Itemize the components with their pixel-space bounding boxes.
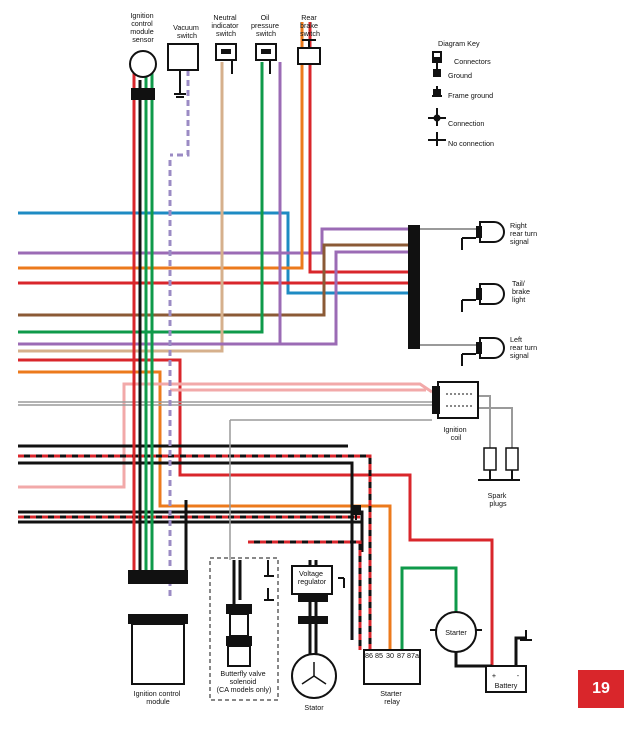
wire-red-brake (308, 22, 410, 274)
wire-purple-lower (18, 62, 282, 346)
battery (485, 630, 532, 693)
label-key-ground: Ground (448, 71, 472, 80)
labels-bottom: Ignition coil Spark plugs Voltage regula… (134, 425, 520, 712)
tail-light (461, 283, 505, 312)
wire-orange-upper (18, 22, 304, 270)
wire-orange-lower (18, 370, 392, 650)
label-neutral-switch: Neutral indicator switch (211, 13, 240, 38)
wire-redblack-1d (18, 454, 372, 650)
right-turn-signal (461, 221, 505, 250)
label-right-turn: Right rear turn signal (510, 221, 539, 246)
wire-vacuum-lav (170, 60, 190, 157)
wire-pink (18, 382, 433, 489)
stator (291, 653, 337, 699)
starter-relay (363, 649, 421, 685)
label-starter-relay: Starter relay (380, 689, 404, 706)
ignition-sensor (129, 50, 157, 100)
wire-brown (18, 243, 410, 317)
wire-green-main (18, 62, 264, 334)
label-battery-plus: + (492, 671, 496, 680)
wire-spark-lead2 (478, 407, 513, 448)
label-key-connectors: Connectors (454, 57, 491, 66)
spark-plugs (478, 447, 520, 481)
label-ignition-coil: Ignition coil (443, 425, 468, 442)
label-oil-switch: Oil pressure switch (251, 13, 281, 38)
wire-tan (18, 62, 224, 353)
butterfly-valve (209, 557, 279, 701)
wire-spark-lead1 (478, 395, 491, 448)
page-number-badge: 19 (578, 670, 624, 708)
wire-green-starter (400, 566, 458, 650)
label-ignition-sensor: Ignition control module sensor (130, 11, 156, 44)
label-spark-plugs: Spark plugs (488, 491, 509, 508)
label-left-turn: Left rear turn signal (510, 335, 539, 360)
label-battery-minus: - (517, 671, 520, 680)
label-tail-light: Tail/ brake light (512, 279, 532, 304)
label-stator: Stator (304, 703, 324, 712)
wire-purple-upper (18, 227, 410, 255)
label-butterfly: Butterfly valve solenoid (CA models only… (217, 669, 272, 694)
wire-red-mid (18, 358, 494, 668)
vacuum-switch (167, 43, 199, 98)
wire-black-battery (454, 652, 492, 668)
main-connector (408, 225, 420, 349)
ignition-module (128, 570, 188, 685)
label-key-no-connection: No connection (448, 139, 494, 148)
wire-purple-lower2 (256, 250, 410, 346)
label-ignition-module: Ignition control module (134, 689, 183, 706)
brake-switch (297, 39, 321, 65)
wire-black-2 (18, 461, 354, 640)
label-voltage-regulator: Voltage regulator (298, 569, 327, 586)
label-key-connection: Connection (448, 119, 484, 128)
wire-redblack-3d (248, 540, 362, 650)
label-vacuum-switch: Vacuum switch (173, 23, 201, 40)
labels-left: Right rear turn signal Tail/ brake light… (438, 39, 539, 360)
label-brake-switch: Rear brake switch (300, 13, 320, 38)
label-key-title: Diagram Key (438, 39, 480, 48)
oil-switch (255, 43, 277, 74)
bus-ground (350, 505, 362, 523)
ignition-coil (432, 381, 479, 419)
key-symbols (428, 51, 446, 146)
starter-motor (430, 611, 482, 653)
label-relay-pins: 86 85 30 87 87a (365, 651, 419, 660)
wire-black-battery2 (514, 636, 526, 668)
label-battery: Battery (495, 681, 518, 690)
labels: Ignition control module sensor Vacuum sw… (130, 11, 320, 44)
label-starter: Starter (445, 628, 467, 637)
label-key-frame-ground: Frame ground (448, 91, 493, 100)
left-turn-signal (461, 337, 505, 366)
voltage-regulator (291, 565, 345, 624)
neutral-switch (215, 43, 237, 74)
